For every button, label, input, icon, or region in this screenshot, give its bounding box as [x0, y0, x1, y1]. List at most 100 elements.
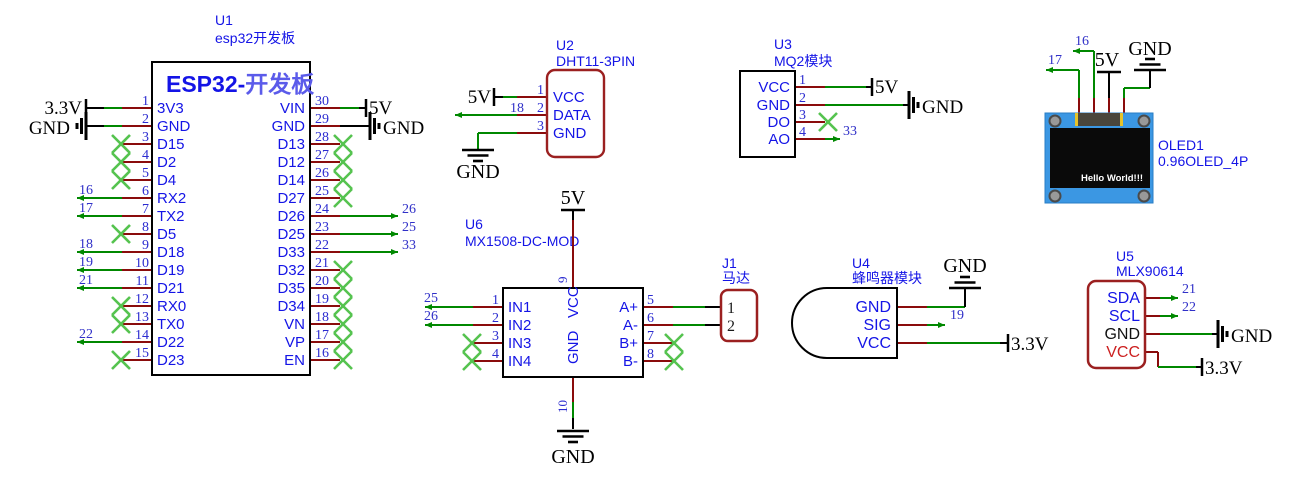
- net-label: 22: [1182, 300, 1196, 315]
- pin-number: 8: [647, 347, 654, 362]
- pin-name: A-: [623, 317, 638, 334]
- net-label: 22: [79, 327, 93, 342]
- pin-name: RX0: [157, 298, 186, 315]
- no-connect-icon: [333, 278, 353, 298]
- power-label: 3.3V: [1011, 334, 1049, 355]
- pin-name: D4: [157, 172, 176, 189]
- pin-name: IN3: [508, 335, 531, 352]
- net-label: 16: [79, 183, 93, 198]
- no-connect-icon: [333, 170, 353, 190]
- net-label: 19: [79, 255, 93, 270]
- screw-hole-icon: [1137, 189, 1151, 203]
- no-connect-icon: [818, 112, 838, 132]
- wire-arrow-icon: [1073, 48, 1080, 54]
- wire-arrow-icon: [77, 195, 84, 201]
- pin-name: 3V3: [157, 100, 184, 117]
- screw-hole-icon: [1048, 114, 1062, 128]
- pin-number: 11: [136, 274, 149, 289]
- no-connect-icon: [111, 224, 131, 244]
- pin-name: GND: [855, 299, 891, 316]
- j1-body[interactable]: [719, 288, 759, 343]
- pin-name: VCC: [553, 89, 585, 106]
- pin-number: 3: [537, 119, 544, 134]
- pin-number: 9: [142, 238, 149, 253]
- no-connect-icon: [111, 314, 131, 334]
- no-connect-icon: [111, 134, 131, 154]
- pin-number: 4: [492, 347, 499, 362]
- no-connect-icon: [333, 296, 353, 316]
- power-label: 3.3V: [1205, 358, 1243, 379]
- net-label: 25: [402, 220, 416, 235]
- u6-body[interactable]: [502, 287, 644, 378]
- pin-number: 9: [555, 277, 570, 284]
- pin-name: DO: [768, 114, 791, 131]
- pin-name: D13: [277, 136, 305, 153]
- pin-number: 2: [492, 311, 499, 326]
- u4-ref: U4: [852, 255, 870, 271]
- pin-name: IN2: [508, 317, 531, 334]
- net-label: 18: [510, 101, 524, 116]
- u5-body[interactable]: [1086, 279, 1147, 370]
- power-label: 5V: [561, 187, 586, 209]
- pin-name: TX0: [157, 316, 185, 333]
- net-label: 26: [402, 202, 416, 217]
- pin-name: VCC: [758, 79, 790, 96]
- u1-inner-title: ESP32-开发板: [166, 71, 315, 97]
- pin-name: VCC: [857, 335, 891, 352]
- gnd-label: GND: [551, 446, 594, 468]
- pin-number: 21: [315, 256, 329, 271]
- pin-name: VN: [284, 316, 305, 333]
- pin-name: GND: [553, 125, 587, 142]
- wire-arrow-icon: [833, 136, 840, 142]
- pin-number: 29: [315, 112, 329, 127]
- wire-arrow-icon: [391, 249, 398, 255]
- wire-arrow-icon: [1046, 67, 1053, 73]
- pin-name: GND: [272, 118, 306, 135]
- pin-number: 28: [315, 130, 329, 145]
- u3-body[interactable]: [739, 70, 796, 158]
- u1-body[interactable]: [151, 61, 311, 376]
- oled-name: 0.96OLED_4P: [1158, 153, 1248, 169]
- no-connect-icon: [664, 351, 684, 371]
- net-label: 33: [843, 124, 857, 139]
- pin-number: 1: [492, 293, 499, 308]
- pin-name: RX2: [157, 190, 186, 207]
- pin-name: VP: [285, 334, 305, 351]
- pin-number: 23: [315, 220, 329, 235]
- u2-body[interactable]: [545, 68, 606, 159]
- pin-name: IN1: [508, 299, 531, 316]
- no-connect-icon: [462, 333, 482, 353]
- pin-number: 4: [142, 148, 149, 163]
- no-connect-icon: [333, 134, 353, 154]
- pin-number: 3: [492, 329, 499, 344]
- gnd-label: GND: [1231, 326, 1272, 347]
- u5-name: MLX90614: [1116, 263, 1184, 279]
- pin-name: D33: [277, 244, 305, 261]
- gnd-label: GND: [383, 118, 424, 139]
- screw-hole-icon: [1137, 114, 1151, 128]
- pin-name: D5: [157, 226, 176, 243]
- wire-arrow-icon: [77, 339, 84, 345]
- wire-arrow-icon: [455, 112, 462, 118]
- pin-name: A+: [619, 299, 638, 316]
- gnd-label: GND: [943, 255, 986, 277]
- pin-name: D21: [157, 280, 185, 297]
- pin-number: 27: [315, 148, 329, 163]
- power-label: 5V: [875, 77, 899, 98]
- pin-number: 7: [142, 202, 149, 217]
- u4-body[interactable]: [791, 287, 898, 359]
- no-connect-icon: [111, 170, 131, 190]
- wire-arrow-icon: [77, 249, 84, 255]
- pin-number: 26: [315, 166, 329, 181]
- pin-name: GND: [757, 97, 791, 114]
- pin-number: 19: [315, 292, 329, 307]
- pin-name: EN: [284, 352, 305, 369]
- pin-name: IN4: [508, 353, 531, 370]
- wire-arrow-icon: [77, 213, 84, 219]
- pin-number: 2: [537, 101, 544, 116]
- pin-name: GND: [157, 118, 191, 135]
- pin-number: 14: [135, 328, 149, 343]
- pin-name: D26: [277, 208, 305, 225]
- no-connect-icon: [333, 332, 353, 352]
